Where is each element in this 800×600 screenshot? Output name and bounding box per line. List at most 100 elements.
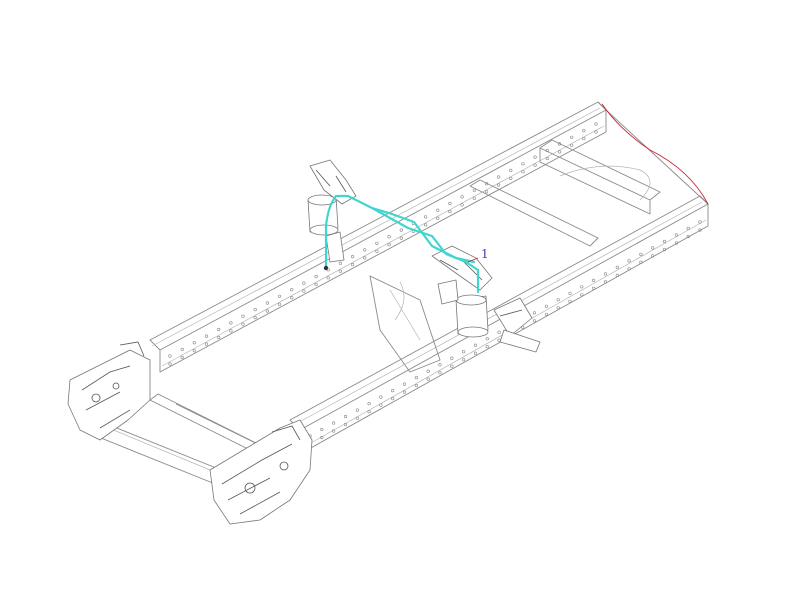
rivet-hole [338, 261, 343, 265]
rivet-hole [414, 376, 419, 380]
rivet-hole [544, 304, 549, 308]
rivet-hole [532, 319, 537, 323]
rivet-hole [314, 274, 318, 279]
rivet-hole [603, 280, 608, 284]
rivet-hole [241, 322, 245, 326]
rivet-hole [332, 429, 336, 433]
rivet-hole [436, 208, 440, 212]
rivet-hole [557, 150, 562, 154]
rivet-hole [570, 135, 574, 139]
rivet-hole [545, 156, 549, 161]
rivet-hole [462, 358, 466, 362]
rivet-hole [460, 195, 464, 199]
rivet-hole [651, 254, 655, 258]
rivet-hole [387, 243, 391, 247]
rivet-hole [651, 246, 655, 250]
rivet-hole [355, 408, 359, 412]
rivet-hole [424, 223, 428, 227]
air-spring-left [307, 159, 357, 263]
rivet-hole [387, 235, 391, 239]
rivet-hole [424, 215, 428, 219]
rivet-hole [391, 397, 395, 401]
rivet-hole [460, 203, 464, 207]
rivet-hole [497, 183, 501, 187]
rivet-hole [594, 130, 598, 134]
rivet-hole [314, 282, 318, 287]
rivet-hole [450, 364, 454, 368]
rivet-hole [277, 302, 282, 306]
rivet-hole [277, 294, 282, 298]
rivet-hole [521, 170, 525, 174]
rail-rivet-holes-left [168, 122, 598, 366]
rivet-hole [402, 390, 407, 394]
rivet-hole [351, 255, 355, 259]
frame-rail-left [149, 101, 607, 373]
rivet-hole [497, 175, 501, 179]
rivet-hole [485, 337, 489, 341]
rivet-hole [582, 129, 586, 133]
rivet-hole [399, 236, 403, 240]
rivet-hole [402, 382, 407, 386]
callout-1: 1 [467, 247, 489, 263]
rivet-hole [343, 414, 348, 419]
rivet-hole [290, 296, 294, 300]
rivet-hole [674, 241, 679, 245]
rivet-hole [426, 377, 430, 381]
rivet-hole [582, 137, 586, 141]
rivet-hole [253, 308, 257, 312]
rivet-hole [265, 301, 270, 305]
rivet-hole [627, 267, 631, 271]
rivet-hole [509, 168, 513, 172]
rivet-hole [662, 247, 667, 252]
rivet-hole [290, 288, 294, 292]
rivet-hole [338, 269, 343, 273]
rivet-hole [253, 316, 257, 320]
rivet-hole [391, 389, 395, 393]
rivet-hole [509, 176, 513, 180]
rivet-hole [484, 182, 489, 186]
rivet-hole [556, 306, 560, 310]
rivet-hole [168, 354, 172, 358]
rivet-hole [473, 343, 478, 347]
rivet-hole [472, 196, 476, 200]
rivet-hole [351, 263, 355, 267]
rivet-hole [580, 293, 584, 297]
rivet-hole [698, 220, 702, 224]
rivet-hole [544, 312, 549, 316]
rivet-hole [497, 330, 501, 334]
rivet-hole [568, 299, 572, 303]
rivet-hole [674, 233, 679, 237]
rivet-hole [367, 410, 371, 414]
rivet-hole [438, 363, 442, 367]
rivet-hole [556, 298, 560, 302]
rivet-hole [615, 273, 619, 278]
rivet-hole [615, 265, 619, 270]
rivet-hole [450, 356, 454, 360]
callout-label: 1 [481, 247, 489, 261]
rivet-hole [168, 362, 172, 366]
rivet-hole [570, 143, 574, 147]
rivet-hole [580, 285, 584, 289]
rivet-hole [533, 155, 537, 159]
rivet-hole [639, 260, 643, 265]
pipe-end-fitting [323, 265, 329, 271]
rivet-hole [473, 351, 478, 355]
rivet-hole [204, 342, 209, 346]
rivet-hole [557, 142, 562, 146]
rivet-hole [686, 226, 690, 231]
rivet-hole [448, 209, 452, 214]
rivet-hole [484, 190, 489, 194]
rivet-hole [426, 369, 430, 373]
rivet-hole [217, 327, 221, 332]
rivet-hole [414, 384, 419, 388]
rivet-hole [302, 289, 306, 293]
rivet-hole [485, 345, 489, 349]
rivet-hole [180, 347, 184, 352]
rivet-hole [375, 249, 379, 253]
rivet-hole [332, 421, 336, 425]
rivet-hole [591, 286, 596, 291]
rivet-hole [379, 403, 383, 407]
rivet-hole [591, 278, 596, 283]
frame-cut-line [601, 103, 709, 205]
rivet-hole [472, 188, 476, 192]
